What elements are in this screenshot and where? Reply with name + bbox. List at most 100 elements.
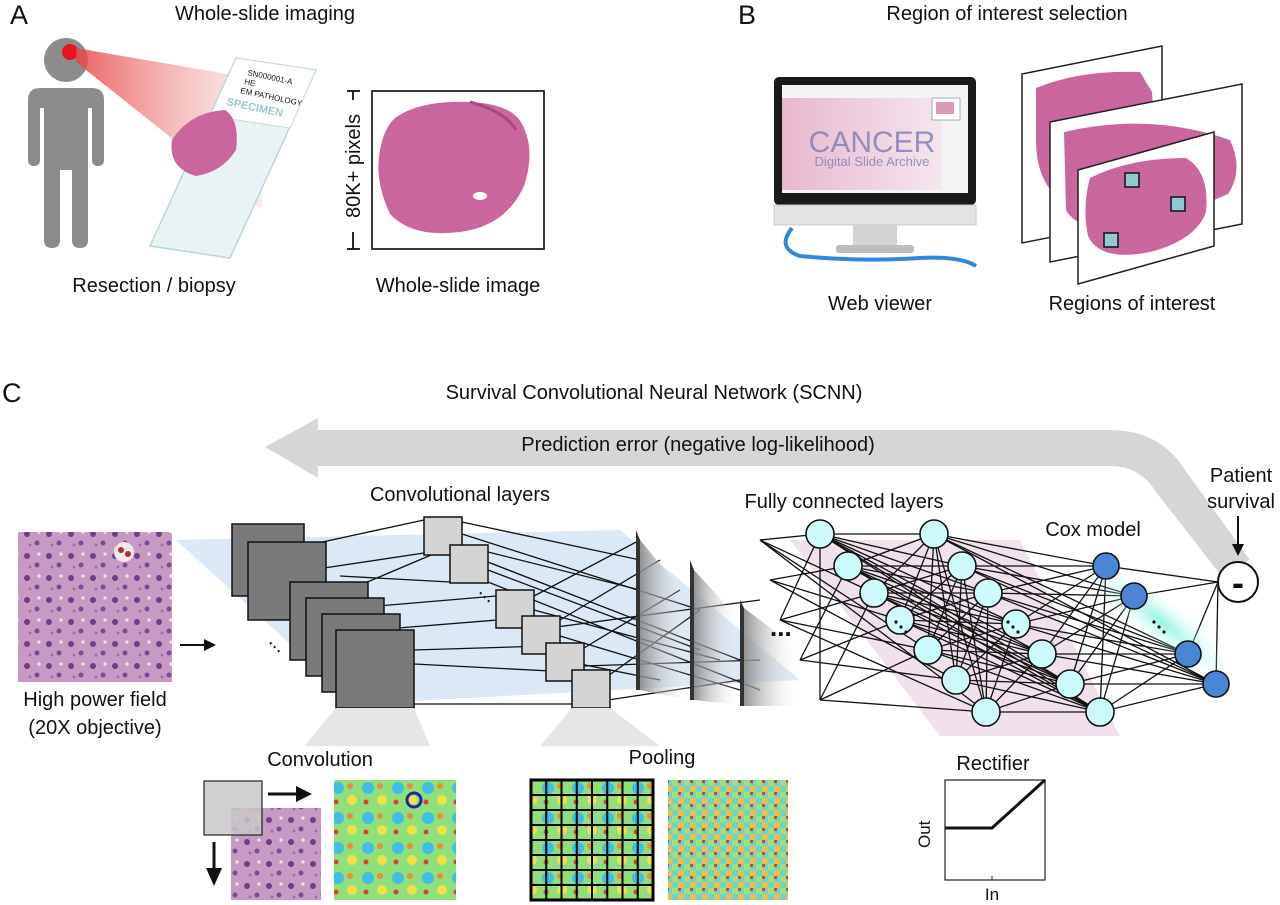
fc-edge	[779, 533, 821, 621]
fc-node	[941, 665, 971, 695]
conv-layers-label: Convolutional layers	[370, 484, 550, 506]
fc-edge	[799, 565, 849, 661]
fc-node	[805, 519, 835, 549]
fc-node	[1085, 697, 1115, 727]
panel-c-title: Survival Convolutional Neural Network (S…	[446, 382, 863, 404]
patient-survival-line2: survival	[1207, 491, 1275, 513]
fc-edge	[955, 679, 1071, 685]
rectifier-curve	[945, 778, 1047, 830]
pixels-bracket	[347, 90, 360, 250]
fc-edge	[899, 533, 935, 621]
fc-node	[1001, 609, 1031, 639]
fc-edge	[987, 565, 1107, 594]
cox-node	[1202, 670, 1230, 698]
fc-edge	[779, 619, 929, 651]
fc-edge	[873, 565, 963, 594]
fc-edge	[927, 649, 1043, 655]
ellipsis-dot	[1011, 625, 1015, 629]
panel-b-title: Region of interest selection	[886, 3, 1127, 25]
panel-a-title: Whole-slide imaging	[175, 3, 355, 25]
fc-node	[947, 551, 977, 581]
fc-edge	[759, 539, 875, 594]
screen-subtitle: Digital Slide Archive	[815, 154, 930, 169]
roi-box	[1170, 196, 1186, 212]
rectifier-label: Rectifier	[956, 753, 1030, 775]
ellipsis-dot	[1152, 620, 1156, 624]
fc-edge	[1069, 653, 1189, 685]
fc-node	[971, 697, 1001, 727]
cox-node	[1092, 552, 1120, 580]
prediction-error-arrow	[265, 418, 1250, 574]
panel-b-letter: B	[738, 0, 756, 30]
fc-edge	[779, 619, 987, 713]
fc-edge	[955, 565, 963, 681]
pooling-callout	[540, 708, 660, 746]
ellipsis-dot	[1162, 630, 1166, 634]
high-power-field-image	[18, 532, 172, 682]
cox-node	[1174, 640, 1202, 668]
fc-node	[1027, 639, 1057, 669]
panel-c-letter: C	[2, 378, 22, 408]
fc-node	[913, 635, 943, 665]
pooling-label: Pooling	[629, 747, 696, 769]
fc-node	[833, 551, 863, 581]
ellipsis-dot	[894, 620, 898, 624]
pool-output-map	[668, 780, 788, 900]
fc-nodes	[805, 519, 1115, 727]
fc-edge	[819, 649, 929, 701]
loss-node	[1217, 561, 1259, 603]
fc-node	[859, 578, 889, 608]
screen-title: CANCER	[809, 126, 936, 159]
prediction-error-label: Prediction error (negative log-likelihoo…	[521, 434, 875, 456]
pool-grid	[531, 780, 653, 900]
rectifier-y-label: Out	[915, 820, 934, 848]
wsi-label: Whole-slide image	[376, 275, 541, 297]
fc-edge	[985, 623, 1017, 713]
conv-output-map	[334, 780, 456, 900]
fc-node	[1055, 669, 1085, 699]
pixels-label: 80K+ pixels	[343, 114, 365, 218]
hpf-label-line2: (20X objective)	[28, 717, 161, 739]
fc-edge	[927, 533, 935, 651]
roi-slide-front	[1077, 131, 1215, 285]
glass-slide: SN000001-A HE EM PATHOLOGY SPECIMEN	[148, 57, 318, 259]
ellipsis-dot	[1157, 625, 1161, 629]
conv-kernel	[203, 780, 263, 836]
fc-edge	[847, 533, 935, 567]
fc-edge	[899, 592, 989, 621]
roi-box	[1103, 232, 1119, 248]
fc-edge	[933, 533, 1107, 567]
fc-layers-label: Fully connected layers	[745, 491, 944, 513]
roi-label: Regions of interest	[1049, 293, 1216, 315]
layer-ellipsis: ...	[770, 612, 792, 642]
ellipsis-dot	[1016, 630, 1020, 634]
ellipsis-dot	[904, 630, 908, 634]
slide-tissue	[171, 110, 237, 176]
web-viewer-monitor	[773, 77, 978, 268]
roi-box	[1124, 172, 1140, 188]
fc-edge	[933, 533, 957, 681]
conv-connections	[303, 519, 572, 705]
cox-node	[1120, 582, 1148, 610]
fc-edge	[1105, 565, 1219, 583]
whole-slide-image	[371, 90, 545, 250]
fc-edge	[799, 659, 957, 681]
panel-a-letter: A	[10, 0, 28, 30]
loss-minus-symbol: -	[1232, 562, 1244, 603]
fc-edge	[819, 592, 875, 701]
fc-edge	[955, 592, 989, 681]
fc-edge	[1099, 683, 1217, 713]
fc-edge	[1099, 653, 1189, 713]
rectifier-x-label: In	[985, 885, 999, 904]
fc-node	[919, 519, 949, 549]
convolution-label: Convolution	[267, 749, 373, 771]
hpf-label-line1: High power field	[23, 689, 166, 711]
fc-edge	[873, 592, 1043, 655]
fc-edge	[955, 679, 1101, 713]
resection-label: Resection / biopsy	[72, 275, 235, 297]
fc-node	[973, 578, 1003, 608]
convolution-callout	[304, 708, 430, 746]
ellipsis-dot	[1006, 620, 1010, 624]
fc-edge	[933, 533, 987, 713]
